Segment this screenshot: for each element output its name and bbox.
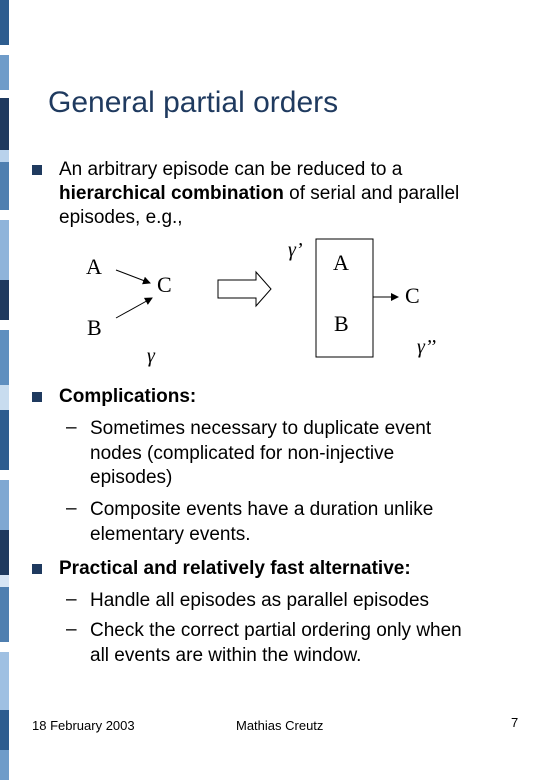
- label-gamma-prime: γ’: [288, 239, 303, 261]
- bullet-marker: [32, 564, 42, 574]
- complication-1-line-3: episodes): [90, 467, 173, 488]
- bullet-marker: [32, 392, 42, 402]
- footer-author: Mathias Creutz: [236, 718, 324, 733]
- complication-1-line-1: Sometimes necessary to duplicate event: [90, 418, 432, 439]
- node-b-left: B: [87, 315, 102, 340]
- bullet-1-text: An arbitrary episode can be reduced to a…: [59, 158, 459, 230]
- parallel-episode-box: [315, 238, 374, 358]
- node-a-left: A: [86, 254, 102, 279]
- footer-date: 18 February 2003: [32, 718, 135, 733]
- complication-item-2: Composite events have a duration unlike …: [90, 498, 433, 547]
- bullet-1-line-3: episodes, e.g.,: [59, 207, 183, 228]
- slide-title: General partial orders: [48, 86, 339, 119]
- alternative-1-line-1: Handle all episodes as parallel episodes: [90, 590, 430, 611]
- complication-2-line-2: elementary events.: [90, 523, 251, 545]
- bullet-1-line-2: hierarchical combination of serial and p…: [59, 182, 459, 206]
- label-gamma-double-prime: γ’’: [417, 336, 436, 358]
- bullet-1-bold: hierarchical combination: [59, 183, 284, 204]
- alternative-item-1: Handle all episodes as parallel episodes: [90, 589, 429, 614]
- dash-marker: –: [66, 589, 77, 610]
- node-c-left: C: [157, 272, 172, 297]
- complication-item-1: Sometimes necessary to duplicate event n…: [90, 417, 431, 491]
- edge-b-to-c: [115, 297, 153, 319]
- node-b-right: B: [334, 311, 349, 336]
- alternative-heading: Practical and relatively fast alternativ…: [59, 558, 411, 579]
- bullet-1-line-1: An arbitrary episode can be reduced to a: [59, 159, 403, 180]
- label-gamma: γ: [147, 345, 156, 367]
- alternative-2-line-1: Check the correct partial ordering only …: [90, 620, 462, 641]
- node-a-right: A: [333, 250, 349, 275]
- dash-marker: –: [66, 619, 77, 640]
- page-number: 7: [511, 715, 519, 730]
- alternative-2-line-2: all events are within the window.: [90, 644, 362, 666]
- transform-arrow: [217, 270, 272, 308]
- complications-heading: Complications:: [59, 386, 197, 407]
- bullet-marker: [32, 165, 42, 175]
- dash-marker: –: [66, 417, 77, 438]
- dash-marker: –: [66, 498, 77, 519]
- node-c-right: C: [405, 283, 420, 308]
- edge-a-to-c: [115, 269, 151, 285]
- complication-1-line-2: nodes (complicated for non-injective: [90, 442, 395, 464]
- alternative-item-2: Check the correct partial ordering only …: [90, 619, 462, 668]
- bullet-1-line-2-rest: of serial and parallel: [283, 183, 460, 204]
- complication-2-line-1: Composite events have a duration unlike: [90, 499, 434, 520]
- decorative-stripe: [0, 0, 9, 780]
